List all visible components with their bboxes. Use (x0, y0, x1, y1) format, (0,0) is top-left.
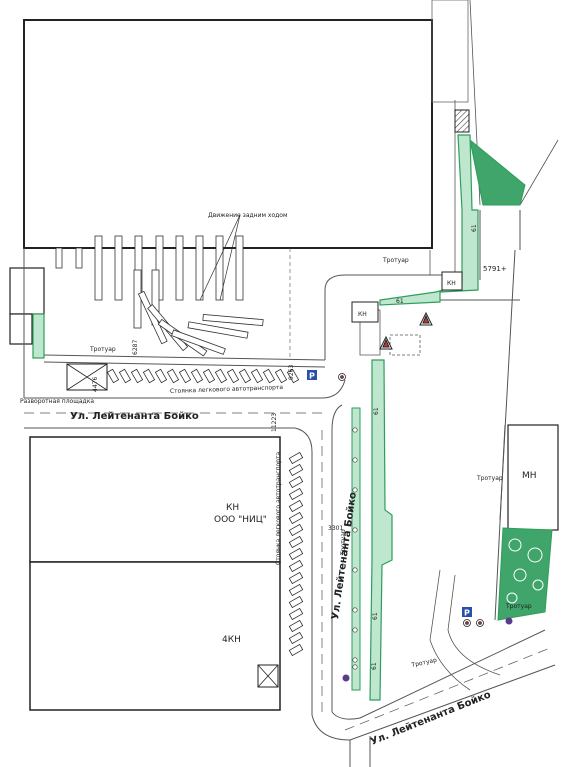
turnaround-label: Разворотная площадка (20, 398, 94, 405)
kn4-building: 4КН (29, 561, 281, 711)
hatched-square-1 (454, 109, 470, 133)
truck-movement-label: Движение задним ходом (208, 212, 287, 219)
sidewalk-label-3: Тротуар (340, 529, 347, 556)
lamp-icon (342, 617, 513, 682)
sidewalk-label-5: Тротуар (505, 603, 532, 610)
reverse-arrow (219, 214, 241, 301)
parking-side-label: Стоянка легкового автотранспорта (275, 452, 282, 565)
dim-5791: 5791+ (483, 265, 507, 273)
dim-3301: 3301 (328, 525, 343, 532)
hatched-square-3 (351, 301, 379, 323)
street-label-top: Ул. Лейтенанта Бойко (70, 411, 199, 422)
truck-icon (137, 290, 264, 357)
kn-small2-label: КН (358, 311, 367, 318)
dim-61b: 61 (396, 298, 404, 305)
roads (23, 0, 559, 767)
warning-triangle-icon (379, 335, 393, 350)
warning-triangle-icon (419, 311, 433, 326)
mn-building-label: МН (522, 471, 537, 481)
truck-bays (55, 235, 244, 329)
parking-sign-icon: P (462, 607, 472, 618)
tree-icon (506, 538, 544, 604)
sidewalk-label-4: Тротуар (476, 475, 503, 482)
dim-61c: 61 (373, 407, 380, 415)
round-sign-icon (338, 373, 484, 627)
sidewalk-label-1: Тротуар (89, 346, 116, 353)
parking-top-label: Стоянка легкового автотранспорта (170, 384, 284, 395)
dim-61a: 61 (471, 224, 478, 232)
parking-sign-icon: P (307, 370, 317, 381)
mn-building: МН (507, 424, 559, 531)
kn-company-label: ООО "НИЦ" (214, 515, 267, 525)
kn-building-label: КН (226, 503, 239, 513)
kn-small-label: КН (447, 280, 456, 287)
sidewalk-label-6: Тротуар (410, 657, 438, 669)
svg-text:P: P (309, 372, 315, 381)
svg-text:P: P (464, 609, 470, 618)
dim-6287: 6287 (132, 340, 139, 355)
kn-building: КН ООО "НИЦ" (29, 436, 281, 563)
main-building (23, 19, 433, 249)
dim-9263: 9263 (288, 365, 295, 380)
street-label-bottom: Ул. Лейтенанта Бойко (369, 689, 493, 747)
kn4-building-label: 4КН (222, 635, 241, 645)
hatched-square-2 (441, 271, 463, 291)
car-icon (106, 368, 304, 657)
top-right-lot (431, 0, 469, 103)
street-lamp-dots (352, 427, 358, 670)
dim-61d: 61 (372, 612, 379, 620)
left-building-b (9, 313, 33, 345)
sidewalk-label-2: Тротуар (382, 257, 409, 264)
hatched-box-bottom (257, 664, 279, 688)
dim-61e: 61 (371, 662, 378, 670)
left-building-a (9, 267, 45, 315)
dim-4476: 4476 (92, 377, 99, 392)
dim-11223: 11223 (271, 413, 278, 432)
green-zones (32, 134, 553, 701)
